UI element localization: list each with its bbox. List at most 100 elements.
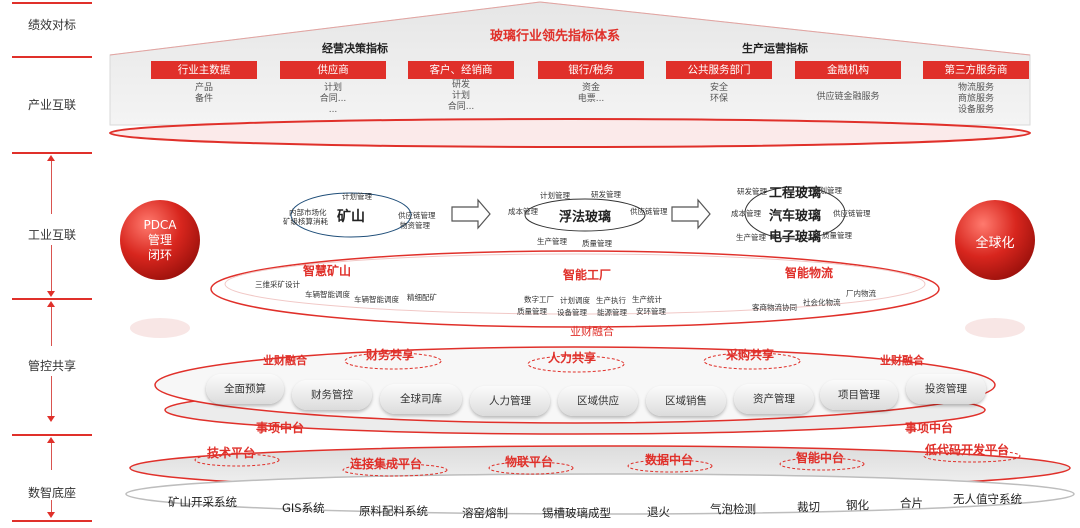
mine-tag: 物资管理	[400, 221, 430, 230]
platform-data: 数据中台	[645, 453, 694, 467]
smart-mine-tag: 精细配矿	[407, 293, 437, 302]
level-divider	[12, 520, 92, 522]
list-item: 环保	[709, 94, 728, 104]
tab-items-customer: 研发 计划 合同...	[408, 80, 514, 113]
smart-logistics-label: 智能物流	[785, 266, 834, 280]
mine-label: 矿山	[337, 209, 365, 225]
tab-public-service: 公共服务部门	[666, 61, 772, 79]
flow-arrow-icon	[451, 198, 491, 230]
float-glass-label: 浮法玻璃	[558, 210, 611, 225]
pdca-text: PDCA 管理 闭环	[120, 218, 200, 263]
globalization-text: 全球化	[975, 236, 1015, 251]
smart-factory-label: 智能工厂	[563, 268, 612, 282]
tab-items-third-party: 物流服务 商旅服务 设备服务	[923, 83, 1029, 116]
matter-center-right: 事项中台	[905, 421, 954, 435]
axis-line	[51, 160, 52, 214]
auto-glass-ellipse	[744, 186, 846, 240]
matter-center-left: 事项中台	[256, 421, 305, 435]
pill-regional-sales: 区域销售	[646, 386, 726, 416]
level-label-industrial-internet: 工业互联	[27, 228, 76, 242]
smart-mine-tag: 车辆智能调度	[305, 290, 350, 299]
float-glass-tag: 成本管理	[508, 207, 538, 216]
list-item: 供应链金融服务	[816, 92, 880, 102]
pdca-sphere	[120, 200, 200, 280]
tab-items-finance: 供应链金融服务	[795, 92, 901, 103]
smart-factory-tag: 质量管理	[517, 307, 547, 316]
business-finance-fusion-left: 业财融合	[263, 354, 307, 367]
tab-financial-institution: 金融机构	[795, 61, 901, 79]
list-item: 资金	[581, 83, 600, 93]
smart-factory-tag: 设备管理	[557, 308, 587, 317]
arrow-up-icon	[47, 437, 55, 443]
float-glass-tag: 供应链管理	[630, 207, 668, 216]
system-bubble-detect: 气泡检测	[710, 502, 756, 516]
pill-budget: 全面预算	[206, 374, 284, 404]
list-item: 计划	[323, 83, 342, 93]
system-laminating: 合片	[900, 496, 923, 510]
mine-tag: 供应链管理	[398, 211, 436, 220]
auto-glass-tag: 质量管理	[822, 231, 852, 240]
tab-third-party: 第三方服务商	[923, 61, 1029, 79]
list-item: 计划	[451, 91, 470, 101]
smart-factory-tag: 安环管理	[636, 307, 666, 316]
list-item: 研发	[451, 80, 470, 90]
float-glass-tag: 质量管理	[582, 239, 612, 248]
business-finance-fusion-top: 业财融合	[570, 325, 614, 338]
tab-customer-dealer: 客户、经销商	[408, 61, 514, 79]
float-glass-tag: 生产管理	[537, 237, 567, 246]
platform-integration: 连接集成平台	[350, 457, 423, 471]
level-divider	[12, 434, 92, 436]
industrial-platform	[210, 250, 940, 328]
system-gis: GIS系统	[282, 501, 325, 515]
electronic-glass-label: 电子玻璃	[768, 230, 821, 245]
arrow-down-icon	[47, 291, 55, 297]
list-item: 合同...	[319, 94, 347, 104]
pill-regional-supply: 区域供应	[558, 386, 638, 416]
global-sphere	[955, 200, 1035, 280]
pdca-line: 管理	[147, 233, 172, 247]
tab-industry-master-data: 行业主数据	[151, 61, 257, 79]
system-batching: 原料配料系统	[359, 504, 428, 518]
tab-items-public: 安全 环保	[666, 83, 772, 105]
level-divider	[12, 298, 92, 300]
arrow-down-icon	[47, 512, 55, 518]
tab-supplier: 供应商	[280, 61, 386, 79]
list-item: ...	[328, 105, 338, 115]
mine-ellipse	[290, 192, 412, 238]
system-tempering: 钢化	[846, 498, 869, 512]
float-glass-ellipse	[524, 198, 646, 232]
list-item: 设备服务	[957, 105, 994, 115]
mine-tag: 计划管理	[342, 192, 372, 201]
smart-mine-tag: 车辆智能调度	[354, 295, 399, 304]
smart-factory-tag: 计划调度	[560, 296, 590, 305]
tab-bank-tax: 银行/税务	[538, 61, 644, 79]
tab-items-master-data: 产品 备件	[151, 83, 257, 105]
list-item: 物流服务	[957, 83, 994, 93]
system-mining: 矿山开采系统	[168, 495, 237, 509]
pill-asset-management: 资产管理	[734, 384, 814, 414]
smart-factory-tag: 能源管理	[597, 308, 627, 317]
platform-low-code: 低代码开发平台	[925, 443, 1010, 457]
list-item: 商旅服务	[957, 94, 994, 104]
axis-line	[51, 500, 52, 514]
auto-glass-tag: 供应链管理	[833, 209, 871, 218]
float-glass-tag: 研发管理	[591, 190, 621, 199]
level-label-digital-base: 数智底座	[27, 486, 76, 500]
system-annealing: 退火	[647, 505, 670, 519]
level-divider	[12, 152, 92, 154]
smart-factory-tag: 生产执行	[596, 296, 626, 305]
smart-factory-tag: 生产统计	[632, 295, 662, 304]
smart-factory-tag: 数字工厂	[524, 295, 554, 304]
pill-project-management: 项目管理	[820, 380, 898, 410]
roof-base-ring	[109, 118, 1031, 148]
smart-logistics-tag: 社会化物流	[803, 298, 841, 307]
list-item: 安全	[709, 83, 728, 93]
tab-items-bank: 资金 电票...	[538, 83, 644, 105]
finance-share-label: 财务共享	[366, 348, 415, 362]
list-item: 电票...	[577, 94, 605, 104]
business-finance-fusion-right: 业财融合	[880, 354, 924, 367]
level-label-control-sharing: 管控共享	[27, 359, 76, 373]
smart-mine-tag: 三维采矿设计	[255, 280, 300, 289]
auto-glass-tag: 计划管理	[812, 186, 842, 195]
